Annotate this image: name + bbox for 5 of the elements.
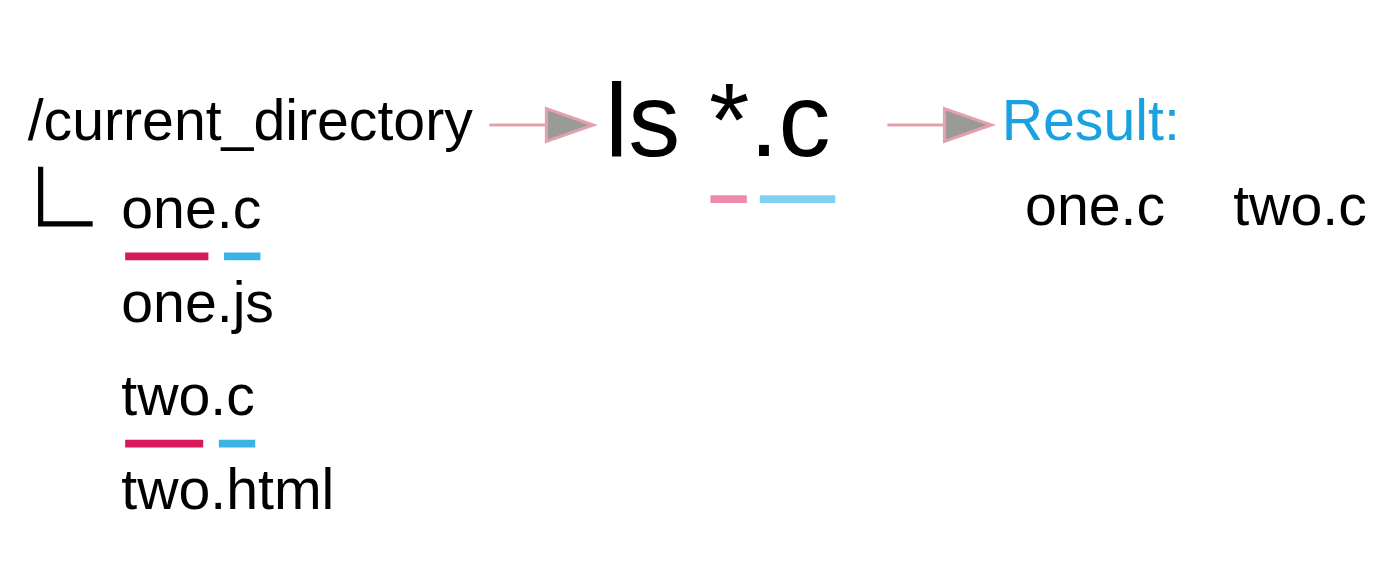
arrow	[489, 106, 598, 144]
arrow	[887, 106, 997, 144]
node-text: ls *.c	[605, 62, 831, 179]
node-text: /current_directory one.c one.js two.c two.html	[27, 87, 473, 521]
node-text: Result: one.c two.c	[1001, 87, 1367, 238]
